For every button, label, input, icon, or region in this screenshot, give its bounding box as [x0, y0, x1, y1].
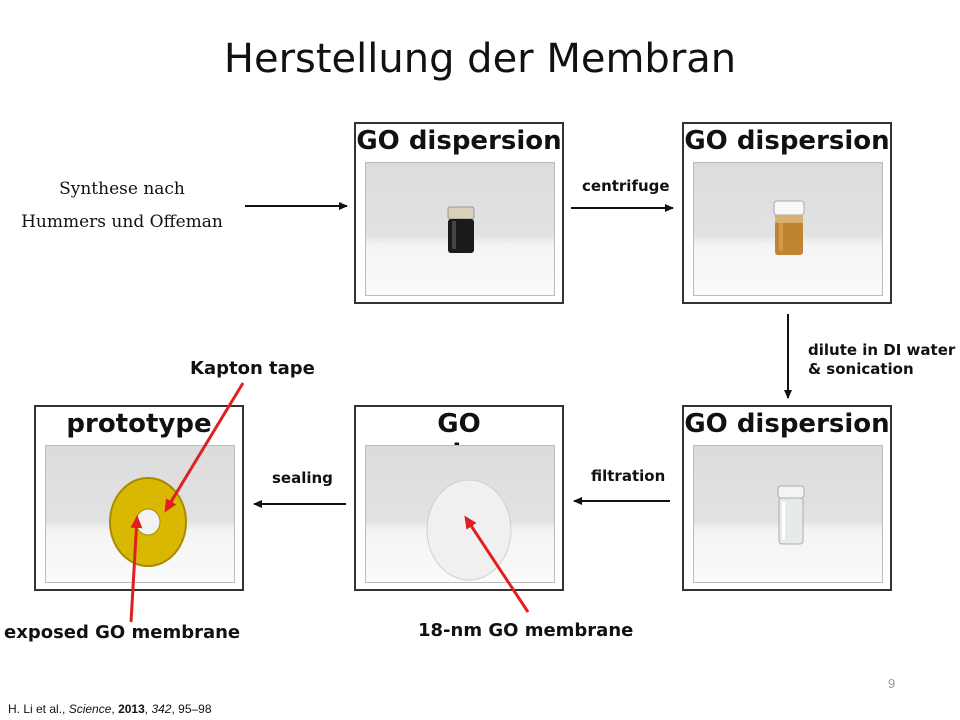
citation-sep1: , [111, 702, 119, 716]
label-filtration: filtration [591, 467, 666, 485]
box-go-membrane: GO membrane [354, 405, 564, 591]
photo-clear-dispersion [693, 445, 883, 583]
box-title: GO dispersion [356, 126, 562, 156]
slide-title: Herstellung der Membran [223, 36, 737, 82]
annotation-18nm-membrane: 18-nm GO membrane [418, 620, 634, 641]
label-dilute-line1: dilute in DI water [808, 341, 956, 359]
box-go-dispersion-2: GO dispersion [682, 122, 892, 304]
citation-sep2: , [144, 702, 152, 716]
box-title: GO dispersion [684, 409, 890, 439]
annotation-kapton-tape: Kapton tape [190, 358, 315, 379]
box-go-dispersion-3: GO dispersion [682, 405, 892, 591]
label-dilute: dilute in DI water & sonication [808, 341, 955, 379]
page-number: 9 [888, 676, 896, 691]
label-centrifuge: centrifuge [582, 177, 670, 195]
citation-journal: Science [68, 702, 112, 716]
synthesis-line-1: Synthese nach [59, 179, 185, 199]
photo-prototype [45, 445, 235, 583]
citation-year: 2013 [118, 702, 145, 716]
citation-authors: H. Li et al., [8, 702, 69, 716]
label-dilute-line2: & sonication [808, 360, 914, 378]
membrane-disc-icon [426, 479, 512, 581]
photo-dark-dispersion [365, 162, 555, 296]
citation-pages: , 95–98 [171, 702, 212, 716]
citation-volume: 342 [151, 702, 172, 716]
vial-amber-icon [773, 200, 805, 255]
citation: H. Li et al., Science, 2013, 342, 95–98 [8, 702, 212, 716]
box-prototype: prototype [34, 405, 244, 591]
photo-amber-dispersion [693, 162, 883, 296]
box-go-dispersion-1: GO dispersion [354, 122, 564, 304]
vial-clear-icon [777, 485, 805, 545]
label-sealing: sealing [272, 469, 333, 487]
box-title: prototype [66, 409, 212, 439]
kapton-ring-icon [109, 477, 187, 567]
synthesis-line-2: Hummers und Offeman [21, 212, 223, 232]
annotation-exposed-membrane: exposed GO membrane [4, 622, 241, 643]
photo-membrane [365, 445, 555, 583]
box-title: GO dispersion [684, 126, 890, 156]
vial-dark-icon [447, 206, 475, 253]
